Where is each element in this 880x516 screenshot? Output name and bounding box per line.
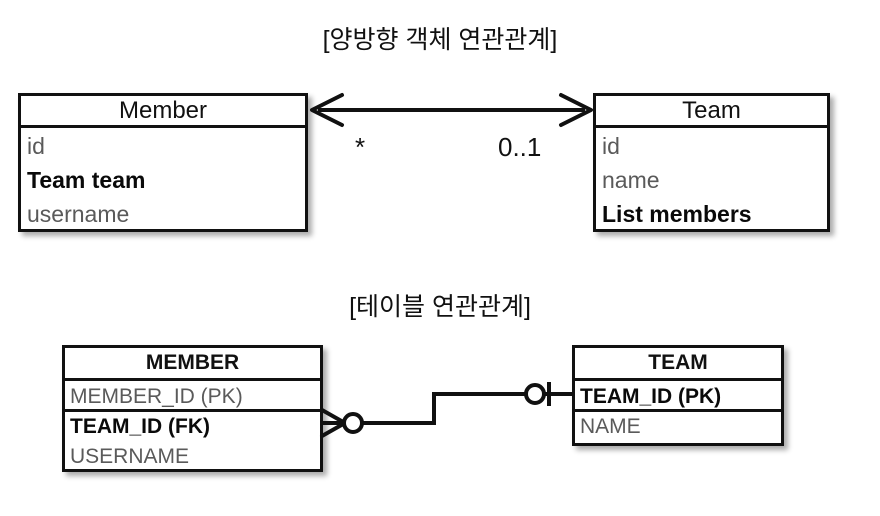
table-name-team: TEAM	[648, 351, 708, 374]
zero-optional-circle-left	[342, 412, 364, 434]
column-team-id-pk: TEAM_ID (PK)	[580, 385, 722, 408]
column-member-username: USERNAME	[70, 445, 190, 468]
table-name-member: MEMBER	[145, 351, 240, 374]
class-attributes-team: id name List members	[596, 125, 827, 228]
class-attributes-member: id Team team username	[21, 125, 305, 228]
table-team-key-group: TEAM_ID (PK)	[575, 378, 781, 409]
table-box-member[interactable]: MEMBER MEMBER_ID (PK) TEAM_ID (FK) USERN…	[62, 345, 323, 472]
class-box-team[interactable]: Team id name List members	[593, 93, 830, 232]
attribute-team-id: id	[602, 133, 620, 159]
attribute-member-id: id	[27, 133, 45, 159]
table-team-column-group: NAME	[575, 409, 781, 440]
attribute-member-username: username	[27, 201, 130, 227]
column-member-team-id-fk: TEAM_ID (FK)	[70, 415, 210, 438]
object-association-title: [양방향 객체 연관관계]	[322, 26, 558, 54]
class-box-member[interactable]: Member id Team team username	[18, 93, 308, 232]
column-team-name: NAME	[580, 415, 641, 438]
class-name-team: Team	[682, 97, 741, 124]
multiplicity-right: 0..1	[498, 132, 542, 162]
table-box-team[interactable]: TEAM TEAM_ID (PK) NAME	[572, 345, 784, 446]
attribute-team-name: name	[602, 167, 660, 193]
attribute-team-members: List members	[602, 201, 752, 227]
crows-foot-many-symbol	[320, 408, 347, 438]
table-member-column-group: TEAM_ID (FK) USERNAME	[65, 409, 320, 468]
table-association-title: [테이블 연관관계]	[349, 293, 531, 321]
table-member-key-group: MEMBER_ID (PK)	[65, 378, 320, 409]
multiplicity-left: *	[355, 132, 366, 162]
attribute-member-team: Team team	[27, 167, 146, 193]
column-member-id-pk: MEMBER_ID (PK)	[70, 385, 243, 408]
zero-optional-circle-right	[524, 383, 546, 405]
class-name-member: Member	[118, 97, 208, 124]
